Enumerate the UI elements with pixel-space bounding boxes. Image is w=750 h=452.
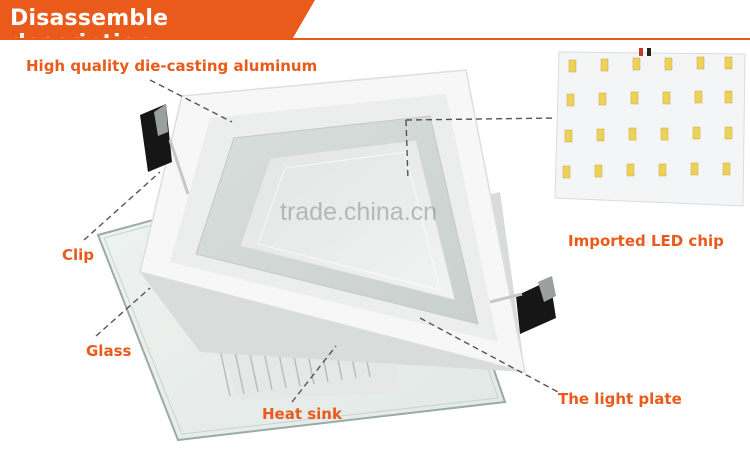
label-led-chip: Imported LED chip xyxy=(568,232,724,250)
label-glass: Glass xyxy=(86,342,132,360)
aluminum-frame xyxy=(139,69,526,374)
led-wire xyxy=(639,48,651,56)
watermark: trade.china.cn xyxy=(280,198,438,226)
leader-lines xyxy=(83,79,559,403)
label-heat-sink: Heat sink xyxy=(262,405,342,423)
header-tab: Disassemble description xyxy=(0,0,315,38)
label-aluminum: High quality die-casting aluminum xyxy=(26,57,318,75)
label-light-plate: The light plate xyxy=(558,390,682,408)
clip-left xyxy=(140,104,190,195)
page-title: Disassemble description xyxy=(10,6,169,56)
label-clip: Clip xyxy=(62,246,95,264)
led-chip-board xyxy=(554,48,746,207)
clip-right xyxy=(489,276,556,334)
led-chips xyxy=(562,56,733,179)
header-bar: Disassemble description xyxy=(0,0,750,40)
